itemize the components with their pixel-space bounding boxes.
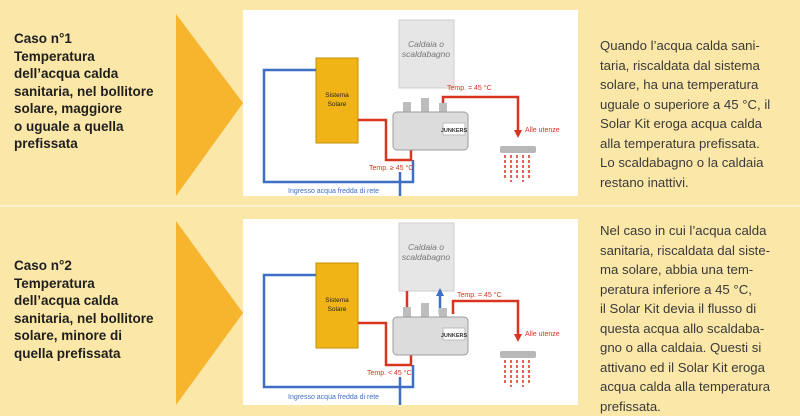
hot-flow-arrow <box>514 334 522 342</box>
case-2-diagram: Caldaia o scaldabagno Sistema Solare <box>262 222 560 405</box>
boiler-label-line2: scaldabagno <box>402 252 450 262</box>
shower-head <box>500 351 536 387</box>
solar-kit-device: JUNKERS <box>392 303 469 356</box>
case-2-title: Caso n°2 Temperatura dell’acqua calda sa… <box>14 258 154 361</box>
shower-head <box>500 146 536 182</box>
solar-system-box: Sistema Solare <box>315 262 359 349</box>
solar-label-line2: Solare <box>328 101 347 108</box>
cold-up-arrow <box>436 288 444 296</box>
users-label: Alle utenze <box>525 331 560 338</box>
solar-label-line2: Solare <box>328 306 347 313</box>
case-1-row: Caso n°1 Temperatura dell’acqua calda sa… <box>0 0 800 206</box>
solar-label-line1: Sistema <box>325 297 349 304</box>
cold-inlet-label: Ingresso acqua fredda di rete <box>288 394 379 401</box>
solar-label-line1: Sistema <box>325 92 349 99</box>
row-divider <box>0 205 800 207</box>
case-2-description: Nel caso in cui l’acqua calda sanitaria,… <box>600 223 771 414</box>
temp-in-label: Temp. < 45 °C <box>367 369 412 377</box>
boiler-unit: Caldaia o scaldabagno <box>398 222 455 292</box>
device-brand: JUNKERS <box>441 333 468 339</box>
case-1-arrow-shape <box>176 14 243 196</box>
cold-water-pipes <box>262 68 415 196</box>
hot-flow-arrow <box>514 130 522 138</box>
case-2-arrow-shape <box>176 221 243 405</box>
solar-kit-device: JUNKERS <box>392 98 469 151</box>
case-2-diagram-panel: Caldaia o scaldabagno Sistema Solare <box>243 219 578 405</box>
boiler-label-line2: scaldabagno <box>402 49 450 59</box>
boiler-label-line1: Caldaia o <box>408 242 444 252</box>
users-label: Alle utenze <box>525 127 560 134</box>
temp-out-label: Temp. = 45 °C <box>457 291 502 299</box>
case-1-description: Quando l’acqua calda sani- taria, riscal… <box>600 38 771 190</box>
case-1-diagram-panel: Caldaia o scaldabagno Sistema Solare <box>243 10 578 196</box>
temp-in-label: Temp. ≥ 45 °C <box>369 164 413 172</box>
case-1-diagram: Caldaia o scaldabagno Sistema Solare <box>262 19 560 196</box>
boiler-label-line1: Caldaia o <box>408 39 444 49</box>
solar-system-box: Sistema Solare <box>315 57 359 144</box>
device-brand: JUNKERS <box>441 128 468 134</box>
case-2-row: Caso n°2 Temperatura dell’acqua calda sa… <box>0 207 800 414</box>
cold-inlet-label: Ingresso acqua fredda di rete <box>288 188 379 195</box>
temp-out-label: Temp. = 45 °C <box>447 84 492 92</box>
case-1-title: Caso n°1 Temperatura dell’acqua calda sa… <box>14 31 154 151</box>
boiler-unit: Caldaia o scaldabagno <box>398 19 455 89</box>
